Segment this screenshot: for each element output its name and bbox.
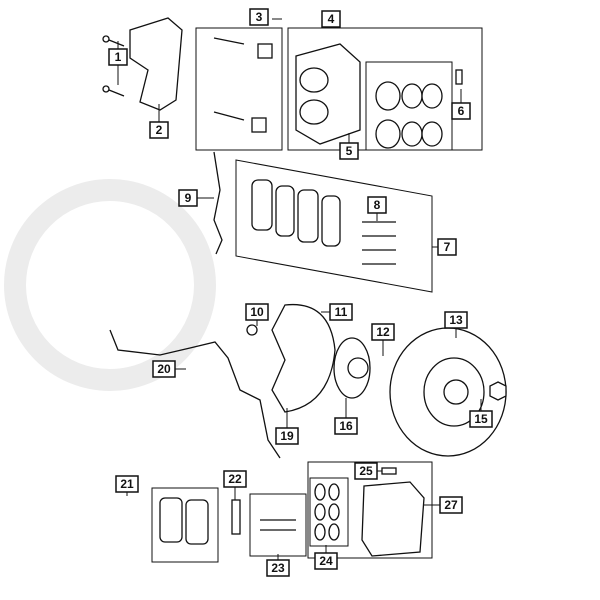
callout-label: 1 <box>115 50 122 64</box>
callout-label: 25 <box>359 464 373 478</box>
part-abs-sensor-wire <box>109 329 281 459</box>
callout-label: 11 <box>335 305 348 319</box>
watermark-logo <box>4 179 216 391</box>
callout-label: 27 <box>444 498 458 512</box>
callout-label: 9 <box>185 191 192 205</box>
callout-label: 10 <box>250 305 264 319</box>
callout-label: 2 <box>156 123 163 137</box>
callout-label: 5 <box>346 144 353 158</box>
part-brake-pads <box>251 179 341 247</box>
part-caliper-27 <box>361 481 425 557</box>
callout-label: 19 <box>280 429 294 443</box>
part-bleeder-25 <box>381 467 397 475</box>
part-caliper <box>295 43 361 145</box>
callout-20: 20 <box>152 360 176 378</box>
callout-7: 7 <box>437 238 457 256</box>
callout-11: 11 <box>329 303 353 321</box>
part-pins-23 <box>260 519 296 531</box>
callout-label: 23 <box>271 561 285 575</box>
callout-27: 27 <box>439 496 463 514</box>
callout-5: 5 <box>339 142 359 160</box>
part-pads-21 <box>159 497 209 545</box>
part-caliper-bracket <box>129 17 183 111</box>
callout-label: 21 <box>120 477 134 491</box>
callout-1: 1 <box>108 48 128 66</box>
callout-4: 4 <box>321 10 341 28</box>
part-hub <box>333 337 371 399</box>
callout-6: 6 <box>451 102 471 120</box>
callout-label: 20 <box>157 362 171 376</box>
group-boxes <box>151 27 483 563</box>
callout-label: 13 <box>449 313 463 327</box>
callout-15: 15 <box>469 410 493 428</box>
callout-24: 24 <box>314 552 338 570</box>
callout-label: 6 <box>458 104 465 118</box>
callout-13: 13 <box>444 311 468 329</box>
callout-label: 12 <box>376 325 390 339</box>
part-pistons-seals <box>375 69 463 149</box>
part-clips-8 <box>362 221 396 265</box>
callout-9: 9 <box>178 189 198 207</box>
callout-3: 3 <box>249 8 269 26</box>
callout-22: 22 <box>223 470 247 488</box>
leader-lines <box>117 18 482 560</box>
callout-label: 24 <box>319 554 333 568</box>
part-wear-sensor-9 <box>213 151 223 255</box>
callout-8: 8 <box>367 196 387 214</box>
part-bolt-10 <box>246 324 258 336</box>
callout-label: 16 <box>339 419 353 433</box>
callout-label: 7 <box>444 240 451 254</box>
part-sensor-22 <box>231 499 241 535</box>
callout-12: 12 <box>371 323 395 341</box>
callout-label: 3 <box>256 10 263 24</box>
part-pins-boots <box>213 37 273 133</box>
callout-23: 23 <box>266 559 290 577</box>
callout-25: 25 <box>354 462 378 480</box>
callout-16: 16 <box>334 417 358 435</box>
callout-10: 10 <box>245 303 269 321</box>
part-nut-15 <box>489 381 507 401</box>
part-rotor <box>389 327 507 457</box>
callout-label: 4 <box>328 12 335 26</box>
callout-label: 22 <box>228 472 242 486</box>
callout-label: 15 <box>474 412 488 426</box>
part-splash-shield <box>271 303 336 413</box>
part-shims-24 <box>314 483 340 541</box>
callout-21: 21 <box>115 475 139 493</box>
callout-2: 2 <box>149 121 169 139</box>
callout-19: 19 <box>275 427 299 445</box>
callout-label: 8 <box>374 198 381 212</box>
part-bolts-1 <box>102 35 125 97</box>
